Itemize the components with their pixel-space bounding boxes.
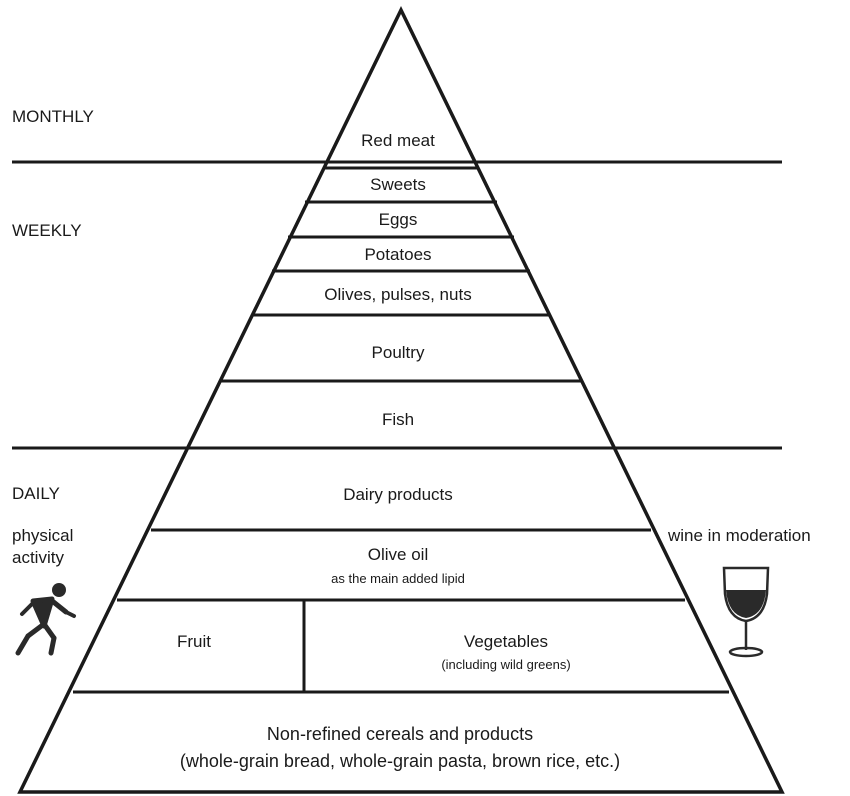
tier-olive-oil-note: as the main added lipid [331, 571, 465, 586]
physical-activity-label-line2: activity [12, 548, 64, 567]
tier-fruit: Fruit [177, 632, 211, 651]
tier-fish: Fish [382, 410, 414, 429]
tier-red-meat: Red meat [361, 131, 435, 150]
physical-activity-label-line1: physical [12, 526, 73, 545]
wine-label: wine in moderation [667, 526, 811, 545]
tier-olives-pulses-nuts: Olives, pulses, nuts [324, 285, 471, 304]
tier-olive-oil: Olive oil [368, 545, 428, 564]
weekly-label: WEEKLY [12, 221, 82, 240]
monthly-label: MONTHLY [12, 107, 94, 126]
tier-eggs: Eggs [379, 210, 418, 229]
tier-dairy-products: Dairy products [343, 485, 453, 504]
wine-glass-icon [722, 566, 770, 658]
tier-sweets: Sweets [370, 175, 426, 194]
tier-dividers [73, 166, 729, 694]
daily-label: DAILY [12, 484, 60, 503]
pyramid-outline [17, 6, 785, 794]
tier-poultry: Poultry [372, 343, 425, 362]
tier-potatoes: Potatoes [364, 245, 431, 264]
tier-cereals-note: (whole-grain bread, whole-grain pasta, b… [180, 751, 620, 771]
tier-vegetables: Vegetables [464, 632, 548, 651]
walking-person-icon [15, 583, 76, 656]
tier-vegetables-note: (including wild greens) [441, 657, 570, 672]
tier-cereals: Non-refined cereals and products [267, 724, 533, 744]
